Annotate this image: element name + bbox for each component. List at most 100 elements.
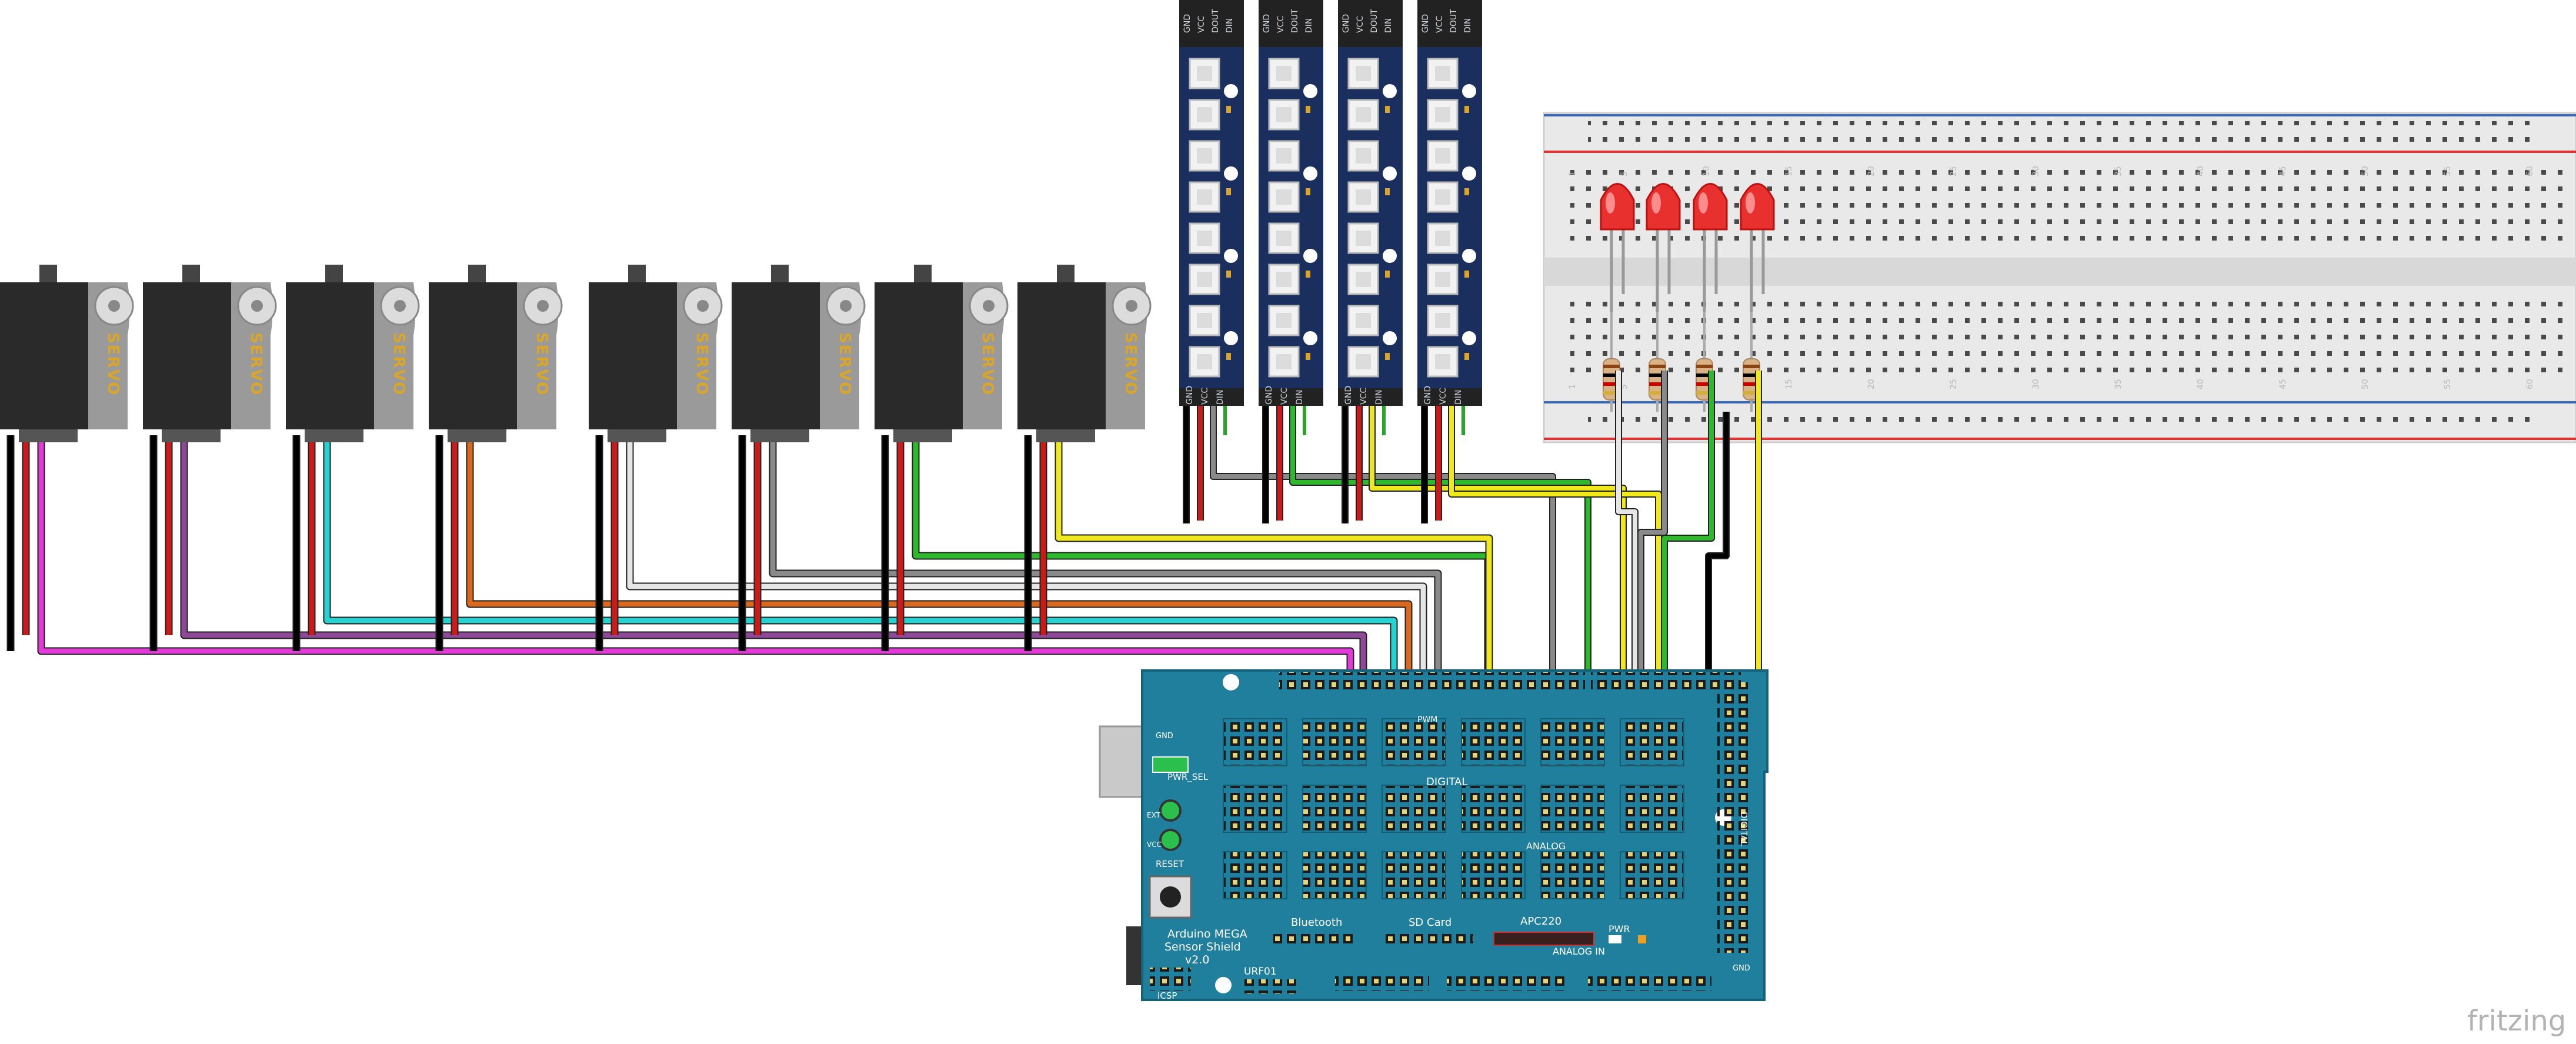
strip-pin-label: VCC xyxy=(1359,388,1369,405)
led-highlight xyxy=(1651,192,1661,214)
rgb-led-core xyxy=(1356,66,1371,81)
column-number: 45 xyxy=(2278,379,2288,389)
strip-pad xyxy=(1306,106,1310,113)
gvs-pin-block xyxy=(1382,785,1446,833)
servo-base xyxy=(893,429,952,442)
gvs-pin-block xyxy=(1223,785,1287,833)
rgb-led-core xyxy=(1435,313,1450,328)
strip-hole xyxy=(1303,84,1317,98)
strip-pin-label: DIN xyxy=(1374,390,1384,405)
servo-horn-hub xyxy=(537,300,549,312)
servo-base xyxy=(448,429,506,442)
servo-body xyxy=(286,282,374,429)
mount-hole xyxy=(1223,674,1239,691)
reset-button-cap[interactable] xyxy=(1160,886,1181,908)
gvs-pin-block xyxy=(1540,851,1605,899)
analog-header-bottom-a xyxy=(1447,973,1564,991)
strip-pad xyxy=(1385,271,1390,278)
led-highlight xyxy=(1746,192,1755,214)
strip-pad xyxy=(1226,271,1231,278)
strip-pin-label: DIN xyxy=(1384,18,1393,33)
red-led xyxy=(1693,183,1728,412)
servo-mount-tab xyxy=(325,265,343,282)
rail-holes-bottom xyxy=(1588,407,2541,433)
strip-pad xyxy=(1226,353,1231,360)
red-led xyxy=(1740,183,1775,412)
rgb-led-core xyxy=(1197,313,1212,328)
led-highlight xyxy=(1606,192,1615,214)
column-number: 15 xyxy=(1784,166,1794,176)
wire xyxy=(1616,371,1637,765)
servo-motor: SERVO xyxy=(589,265,723,442)
servo-label: SERVO xyxy=(693,332,710,396)
wire xyxy=(1211,406,1555,765)
led-body xyxy=(1600,183,1635,231)
gvs-pin-block xyxy=(1620,785,1684,833)
rgb-led xyxy=(1268,305,1300,336)
rgb-led xyxy=(1189,346,1220,378)
rail-holes-top xyxy=(1588,121,2541,147)
gvs-pin-block xyxy=(1382,718,1446,766)
servo-motor: SERVO xyxy=(732,265,866,442)
rgb-led-core xyxy=(1276,354,1292,369)
rgb-led-core xyxy=(1276,148,1292,164)
servo-body xyxy=(732,282,820,429)
gvs-pin-block xyxy=(1382,851,1446,899)
strip-hole xyxy=(1224,249,1238,263)
resistor-band xyxy=(1603,391,1620,395)
strip-pad xyxy=(1464,188,1469,195)
column-number: 30 xyxy=(2031,166,2041,176)
resistor-band xyxy=(1696,365,1713,368)
apc220-header xyxy=(1493,932,1594,946)
gvs-pin-block xyxy=(1302,718,1367,766)
column-number: 5 xyxy=(1620,384,1629,389)
pin-header-top-right xyxy=(1591,672,1741,690)
led-body xyxy=(1693,183,1728,231)
rgb-led-core xyxy=(1435,189,1450,205)
resistor-band xyxy=(1649,373,1666,377)
gvs-pin-block xyxy=(1461,851,1526,899)
servo-horn-hub xyxy=(983,300,995,312)
strip-pin-label: VCC xyxy=(1197,16,1206,33)
gvs-pin-block xyxy=(1302,851,1367,899)
servo-base xyxy=(305,429,363,442)
wire xyxy=(770,435,1441,765)
resistor-band xyxy=(1603,373,1620,377)
rgb-led-core xyxy=(1197,66,1212,81)
apc220-label: APC220 xyxy=(1520,915,1561,928)
servo-motor: SERVO xyxy=(143,265,277,442)
strip-pin-label: DIN xyxy=(1225,18,1234,33)
servo-label: SERVO xyxy=(533,332,550,396)
column-number: 1 xyxy=(1568,171,1577,176)
status-led xyxy=(1638,935,1646,943)
strip-pad xyxy=(1385,353,1390,360)
strip-pin-label: GND xyxy=(1183,14,1192,33)
column-number: 1 xyxy=(1568,384,1577,389)
terminal-holes-upper xyxy=(1570,166,2570,248)
fritzing-watermark: fritzing xyxy=(2467,1005,2566,1038)
rgb-led-core xyxy=(1197,354,1212,369)
resistor-band xyxy=(1649,391,1666,395)
gvs-pin-block xyxy=(1461,718,1526,766)
column-number: 15 xyxy=(1784,379,1794,389)
rgb-led-core xyxy=(1356,189,1371,205)
strip-pin-label: DOUT xyxy=(1449,9,1459,33)
resistor-band xyxy=(1649,365,1666,368)
rgb-led-core xyxy=(1197,148,1212,164)
rgb-led-core xyxy=(1435,354,1450,369)
strip-hole xyxy=(1462,166,1476,181)
servo-horn-hub xyxy=(108,300,120,312)
strip-pad xyxy=(1385,188,1390,195)
strip-pin-label: DOUT xyxy=(1211,9,1220,33)
shield-title-line3: v2.0 xyxy=(1185,953,1209,966)
rgb-led-core xyxy=(1356,313,1371,328)
wire xyxy=(1370,406,1626,765)
strip-pad xyxy=(1464,271,1469,278)
gnd-label: GND xyxy=(1156,732,1173,741)
pwr-sel-jumper[interactable] xyxy=(1152,756,1189,773)
wire xyxy=(1056,435,1492,765)
strip-header-top xyxy=(1417,0,1482,47)
